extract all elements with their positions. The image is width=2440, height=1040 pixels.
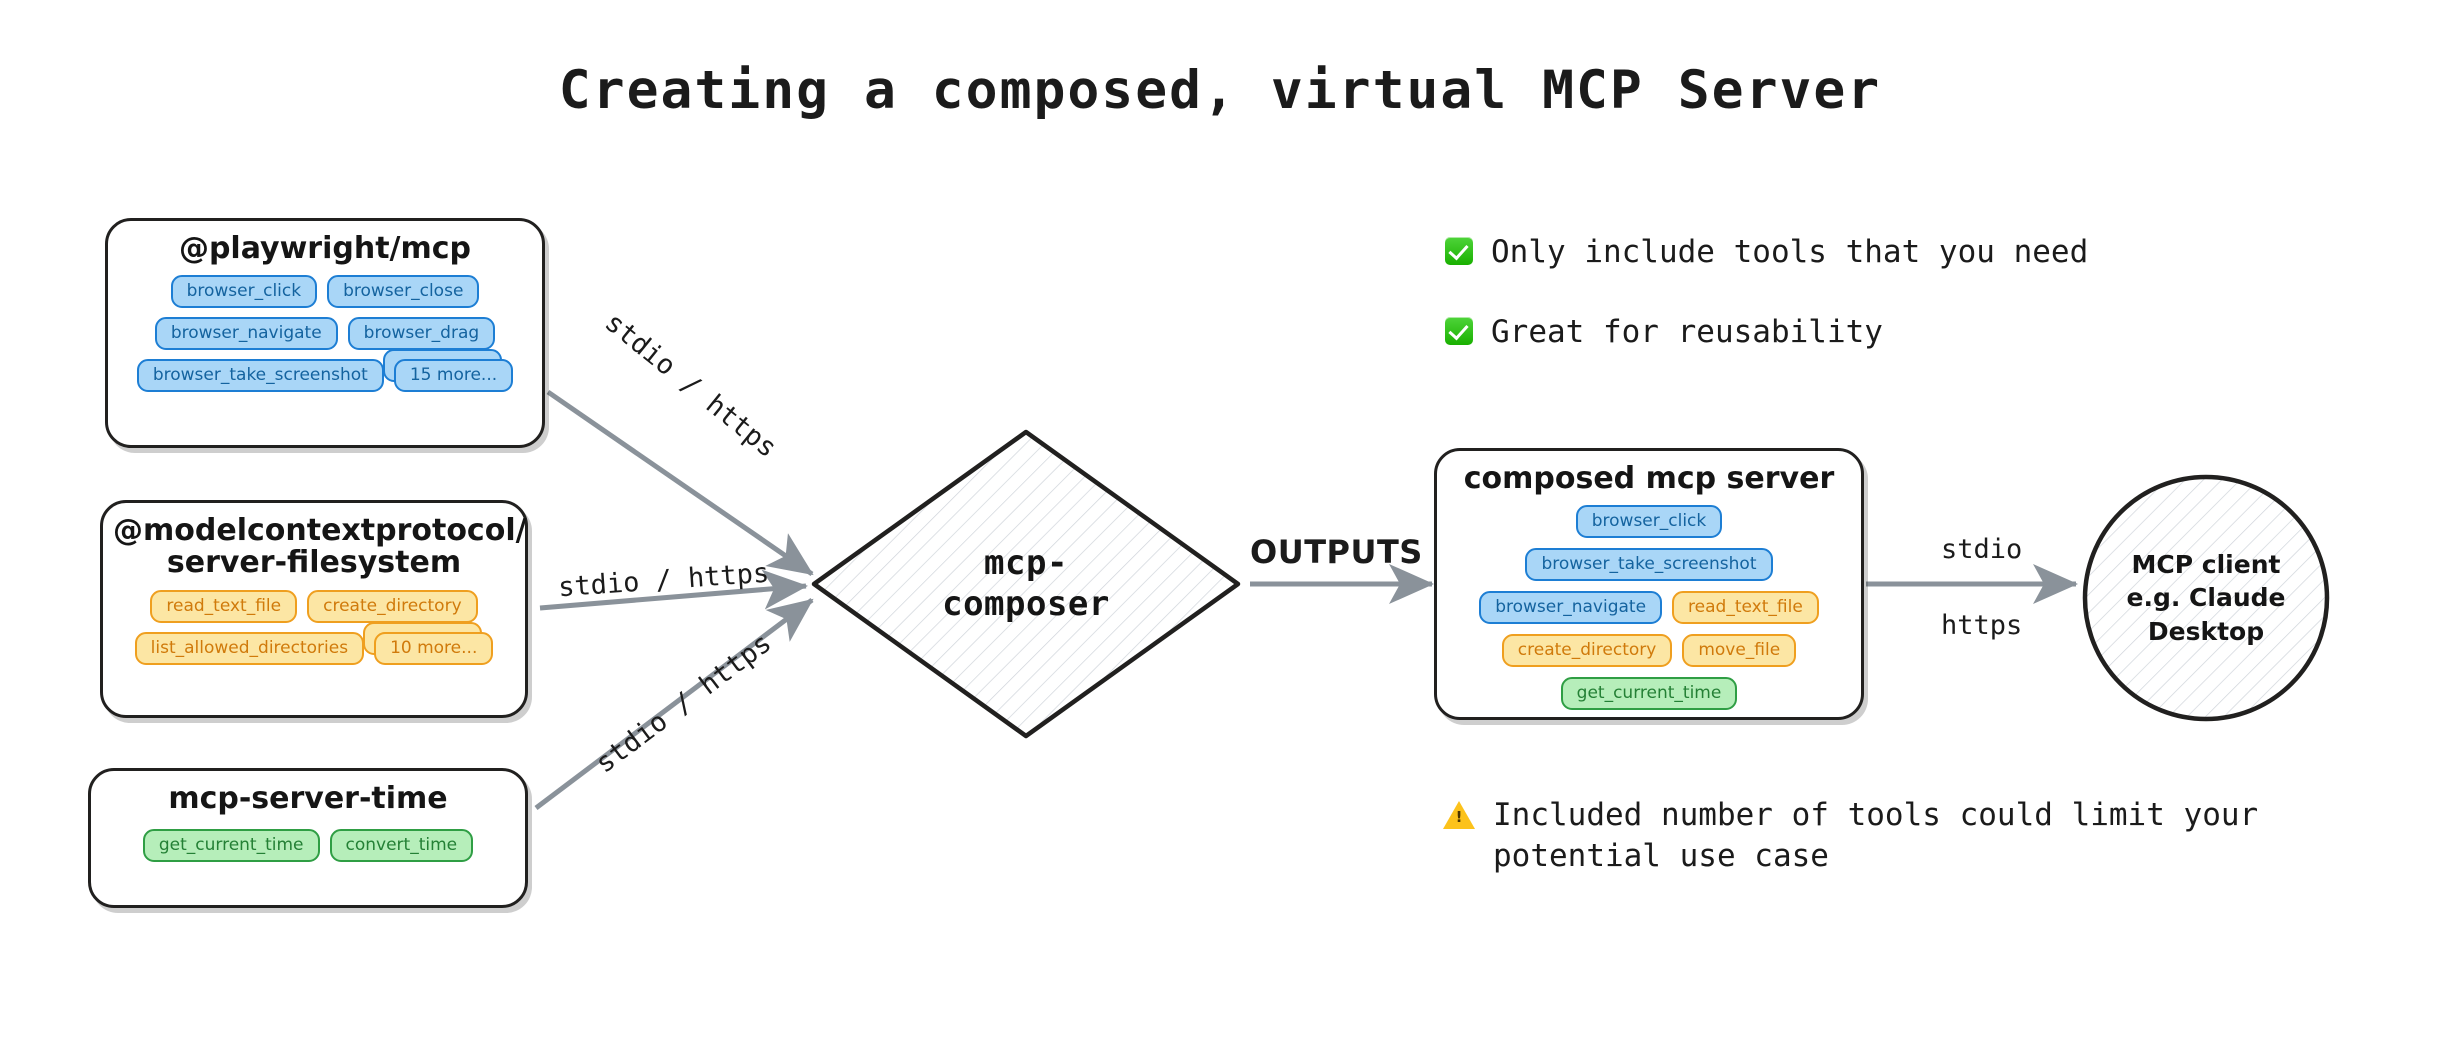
note-only-include-tools: Only include tools that you need <box>1445 232 2088 273</box>
tool-pill[interactable]: read_text_file <box>150 590 298 623</box>
source-card-time[interactable]: mcp-server-time get_current_time convert… <box>88 768 528 908</box>
check-icon <box>1445 317 1473 345</box>
note-text: Included number of tools could limit you… <box>1493 797 2259 874</box>
note-text: Great for reusability <box>1491 314 1883 350</box>
source-card-playwright[interactable]: @playwright/mcp browser_click browser_cl… <box>105 218 545 448</box>
tool-pill[interactable]: browser_take_screenshot <box>136 358 384 392</box>
source-card-title: mcp-server-time <box>168 781 448 816</box>
composed-server-title: composed mcp server <box>1463 461 1835 496</box>
edge-label-playwright: stdio / https <box>598 306 783 465</box>
tool-pill[interactable]: create_directory <box>307 590 478 623</box>
mcp-client-node[interactable]: MCP client e.g. Claude Desktop <box>2081 473 2331 723</box>
tool-pill[interactable]: browser_navigate <box>1479 590 1663 624</box>
more-tools-pill[interactable]: 15 more... <box>393 358 514 392</box>
source-card-filesystem[interactable]: @modelcontextprotocol/ server-filesystem… <box>100 500 528 718</box>
more-tools-stack[interactable]: 10 more... <box>363 622 494 665</box>
more-tools-stack[interactable]: 15 more... <box>382 348 514 392</box>
source-card-title: @modelcontextprotocol/ server-filesystem <box>113 513 527 580</box>
mcp-composer-node[interactable]: mcp- composer <box>806 424 1246 744</box>
composed-server-card[interactable]: composed mcp server browser_click browse… <box>1434 448 1864 720</box>
warning-icon <box>1443 801 1475 829</box>
tool-pill[interactable]: create_directory <box>1501 633 1673 667</box>
arrow-playwright-to-composer <box>546 389 814 577</box>
tool-pill[interactable]: browser_navigate <box>154 316 338 350</box>
note-text: Only include tools that you need <box>1491 234 2089 270</box>
tool-pill[interactable]: get_current_time <box>1560 676 1738 710</box>
more-tools-pill[interactable]: 10 more... <box>374 632 494 665</box>
note-reusability: Great for reusability <box>1445 312 1883 353</box>
tool-pill[interactable]: browser_click <box>1575 504 1723 538</box>
edge-label-client-stdio: stdio <box>1941 534 2023 565</box>
tool-pill[interactable]: move_file <box>1682 633 1797 667</box>
edge-label-filesystem: stdio / https <box>557 557 771 604</box>
tool-pill[interactable]: browser_click <box>170 274 318 308</box>
circle-shape <box>2082 474 2330 722</box>
mcp-client-label: MCP client e.g. Claude Desktop <box>2126 549 2286 646</box>
check-icon <box>1445 237 1473 265</box>
edge-label-client-https: https <box>1941 610 2023 641</box>
tool-pill[interactable]: convert_time <box>329 828 474 862</box>
diamond-shape <box>811 429 1241 739</box>
note-tool-limit-warning: Included number of tools could limit you… <box>1443 795 2258 877</box>
tool-pill[interactable]: read_text_file <box>1672 590 1819 624</box>
tool-pill[interactable]: browser_drag <box>347 316 496 350</box>
page-title: Creating a composed, virtual MCP Server <box>558 60 1882 121</box>
tool-pill[interactable]: list_allowed_directories <box>134 632 365 665</box>
tool-pill[interactable]: browser_close <box>327 274 480 308</box>
tool-pill[interactable]: browser_take_screenshot <box>1525 547 1773 581</box>
edge-label-outputs: OUTPUTS <box>1250 533 1423 571</box>
mcp-composer-label: mcp- composer <box>942 542 1110 624</box>
edge-label-time: stdio / https <box>589 627 778 780</box>
tool-pill[interactable]: get_current_time <box>142 828 320 862</box>
source-card-title: @playwright/mcp <box>178 231 472 266</box>
